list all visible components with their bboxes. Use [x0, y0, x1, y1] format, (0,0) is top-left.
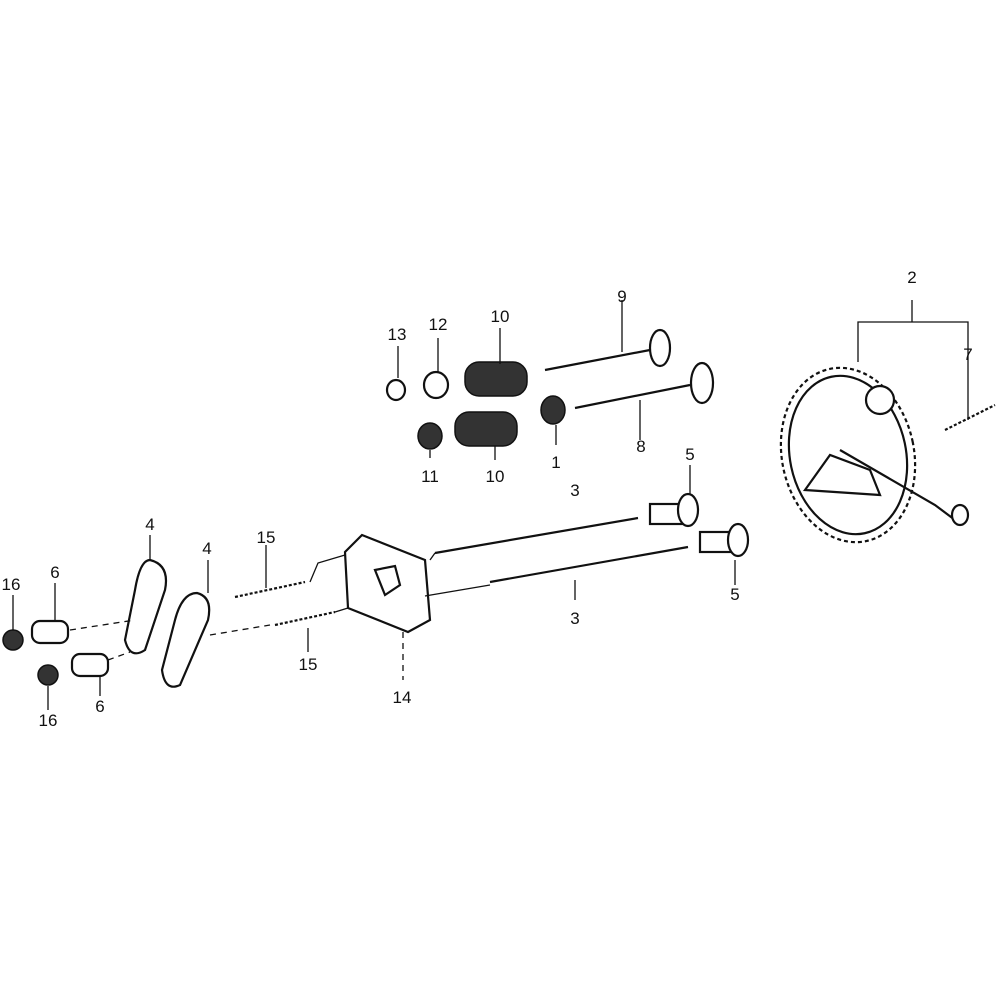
push-rod-lower — [489, 545, 689, 584]
callout-4-left: 4 — [145, 515, 154, 534]
nut-lower — [37, 664, 59, 686]
intake-valve — [544, 328, 672, 372]
callout-12: 12 — [429, 315, 448, 334]
rocker-arm-1 — [123, 558, 168, 655]
callout-15-lower: 15 — [299, 655, 318, 674]
camshaft-gear — [779, 366, 970, 544]
push-rod-upper — [434, 516, 639, 555]
exhaust-valve — [574, 361, 715, 410]
rocker-arm-2 — [160, 591, 211, 688]
tappet-upper — [648, 492, 700, 528]
valve-spring-upper — [464, 361, 528, 397]
callout-14: 14 — [393, 688, 412, 707]
callout-10-lower: 10 — [486, 467, 505, 486]
callout-16-lower: 16 — [39, 711, 58, 730]
stud-lower — [274, 610, 336, 627]
cotter — [385, 378, 407, 402]
callout-3-lower: 3 — [570, 609, 579, 628]
callout-5-lower: 5 — [730, 585, 739, 604]
pivot-lower — [70, 652, 110, 678]
callout-15-upper: 15 — [257, 528, 276, 547]
retainer-lower — [417, 422, 443, 450]
callout-9: 9 — [617, 287, 626, 306]
nut-upper — [2, 629, 24, 651]
callout-2: 2 — [907, 268, 916, 287]
callout-7: 7 — [963, 345, 972, 364]
callout-4-right: 4 — [202, 539, 211, 558]
spring-pin — [944, 404, 996, 431]
tappet-lower — [698, 522, 750, 558]
callout-1: 1 — [551, 453, 560, 472]
pivot-upper — [30, 619, 70, 645]
callout-10: 10 — [491, 307, 510, 326]
callout-6-lower: 6 — [95, 697, 104, 716]
valve-seal — [540, 395, 566, 425]
push-rod-guide-plate — [343, 533, 432, 634]
callout-3-upper: 3 — [570, 481, 579, 500]
callout-13: 13 — [388, 325, 407, 344]
stud-upper — [234, 580, 306, 599]
retainer — [422, 370, 450, 400]
callout-11: 11 — [421, 467, 439, 486]
callout-16-upper: 16 — [2, 575, 21, 594]
callout-5-upper: 5 — [685, 445, 694, 464]
callout-6-upper: 6 — [50, 563, 59, 582]
callout-8: 8 — [636, 437, 645, 456]
valve-spring-lower — [454, 411, 518, 447]
